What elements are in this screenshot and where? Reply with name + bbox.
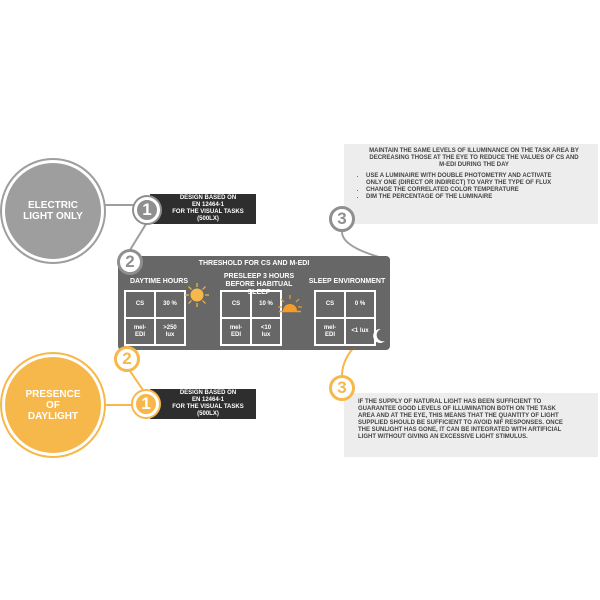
design-line-1: DESIGN BASED ON (179, 195, 237, 201)
daylight-line-2: OF (46, 399, 60, 411)
note-line: GUARANTEE GOOD LEVELS OF ILLUMINATION BO… (358, 406, 556, 412)
threshold-panel: THRESHOLD FOR CS AND M-EDI DAYTIME HOURS… (118, 256, 390, 350)
note-line: MAINTAIN THE SAME LEVELS OF ILLUMINANCE … (369, 148, 579, 154)
step-number: 3 (337, 378, 347, 397)
list-item: DIM THE PERCENTAGE OF THE LUMINAIRE (366, 194, 592, 201)
design-line-4: (500LX) (197, 411, 219, 417)
step-number: 2 (122, 349, 132, 368)
medi-label-line: mel- (323, 324, 337, 331)
daytime-cs-value: 30 % (155, 291, 185, 318)
electric-line-1: ELECTRIC (28, 200, 78, 211)
electric-light-only-circle: ELECTRIC LIGHT ONLY (2, 160, 104, 262)
list-item: CHANGE THE CORRELATED COLOR TEMPERATURE (366, 187, 592, 194)
electric-design-box: DESIGN BASED ON EN 12464-1 FOR THE VISUA… (150, 194, 256, 224)
sleep-cs-value: 0 % (345, 291, 375, 318)
electric-note-list: USE A LUMINAIRE WITH DOUBLE PHOTOMETRY A… (356, 173, 592, 201)
sunset-icon (278, 295, 302, 313)
step-number: 1 (141, 394, 151, 413)
list-item-line: USE A LUMINAIRE WITH DOUBLE PHOTOMETRY A… (366, 173, 552, 179)
gray-connector-2 (129, 223, 147, 251)
medi-label-line: EDI (134, 331, 145, 338)
note-line: AREA AND AT THE EYE, THIS MEANS THAT THE… (358, 413, 559, 419)
daylight-design-box: DESIGN BASED ON EN 12464-1 FOR THE VISUA… (150, 389, 256, 419)
yellow-connector-2 (127, 367, 146, 394)
medi-value-line: >250 (163, 324, 177, 331)
electric-step-1-badge: 1 (134, 197, 160, 223)
medi-label-line: EDI (230, 331, 241, 338)
note-line: LIGHT WITHOUT GIVING AN EXCESSIVE LIGHT … (358, 434, 528, 440)
presleep-cs-label: CS (221, 291, 251, 318)
step-number: 2 (125, 252, 135, 271)
presleep-medi-label: mel-EDI (221, 318, 251, 345)
daylight-step-1-badge: 1 (133, 391, 159, 417)
note-line: SUPPLIED SHOULD BE SUFFICIENT TO AVOID N… (358, 420, 563, 426)
daylight-line-1: PRESENCE (25, 388, 81, 400)
medi-value-line: lux (165, 331, 175, 338)
sleep-medi-value: <1 lux (345, 318, 375, 345)
daylight-note-box: IF THE SUPPLY OF NATURAL LIGHT HAS BEEN … (344, 393, 598, 457)
daylight-step-3-badge: 3 (329, 375, 355, 401)
electric-step-2-badge: 2 (117, 249, 143, 275)
sun-icon (185, 283, 209, 307)
daylight-line-3: DAYLIGHT (27, 410, 79, 422)
daytime-medi-label: mel-EDI (125, 318, 155, 345)
note-line: M-EDI DURING THE DAY (439, 162, 509, 168)
list-item-line: ONLY ONE (DIRECT OR INDIRECT) TO VARY TH… (366, 180, 552, 186)
note-line: DECREASING THOSE AT THE EYE TO REDUCE TH… (369, 155, 579, 161)
medi-label-line: EDI (324, 331, 335, 338)
daytime-cs-label: CS (125, 291, 155, 318)
presleep-label: PRESLEEP 3 HOURS BEFORE HABITUAL SLEEP (214, 273, 304, 297)
presleep-cs-value: 10 % (251, 291, 281, 318)
note-line: IF THE SUPPLY OF NATURAL LIGHT HAS BEEN … (358, 399, 542, 405)
step-number: 3 (337, 209, 347, 228)
design-line-2: EN 12464-1 (191, 202, 225, 208)
presleep-label-line-1: PRESLEEP 3 HOURS (223, 273, 295, 280)
design-line-4: (500LX) (197, 216, 219, 222)
threshold-title: THRESHOLD FOR CS AND M-EDI (198, 260, 310, 267)
design-line-3: FOR THE VISUAL TASKS (172, 404, 244, 410)
medi-value-line: lux (261, 331, 271, 338)
design-line-3: FOR THE VISUAL TASKS (172, 209, 244, 215)
moon-icon (373, 328, 385, 343)
design-line-2: EN 12464-1 (191, 397, 225, 403)
sleep-grid: CS 0 % mel-EDI <1 lux (314, 290, 376, 346)
medi-label-line: mel- (229, 324, 243, 331)
daytime-hours-label: DAYTIME HOURS (129, 278, 189, 285)
electric-line-2: LIGHT ONLY (23, 211, 83, 222)
sleep-cs-label: CS (315, 291, 345, 318)
electric-note-intro: MAINTAIN THE SAME LEVELS OF ILLUMINANCE … (356, 148, 592, 169)
design-line-1: DESIGN BASED ON (179, 390, 237, 396)
sleep-medi-label: mel-EDI (315, 318, 345, 345)
sleep-environment-label: SLEEP ENVIRONMENT (308, 278, 386, 285)
medi-value-line: <10 (260, 324, 272, 331)
presleep-label-line-2: BEFORE HABITUAL SLEEP (225, 281, 293, 296)
electric-note-box: MAINTAIN THE SAME LEVELS OF ILLUMINANCE … (344, 144, 598, 224)
presence-of-daylight-circle: PRESENCE OF DAYLIGHT (2, 354, 104, 456)
note-line: THE SUNLIGHT HAS GONE, IT CAN BE INTEGRA… (358, 427, 562, 433)
step-number: 1 (142, 200, 152, 219)
electric-step-3-badge: 3 (329, 206, 355, 232)
list-item: USE A LUMINAIRE WITH DOUBLE PHOTOMETRY A… (366, 173, 592, 187)
medi-label-line: mel- (133, 324, 147, 331)
daylight-step-2-badge: 2 (114, 346, 140, 372)
